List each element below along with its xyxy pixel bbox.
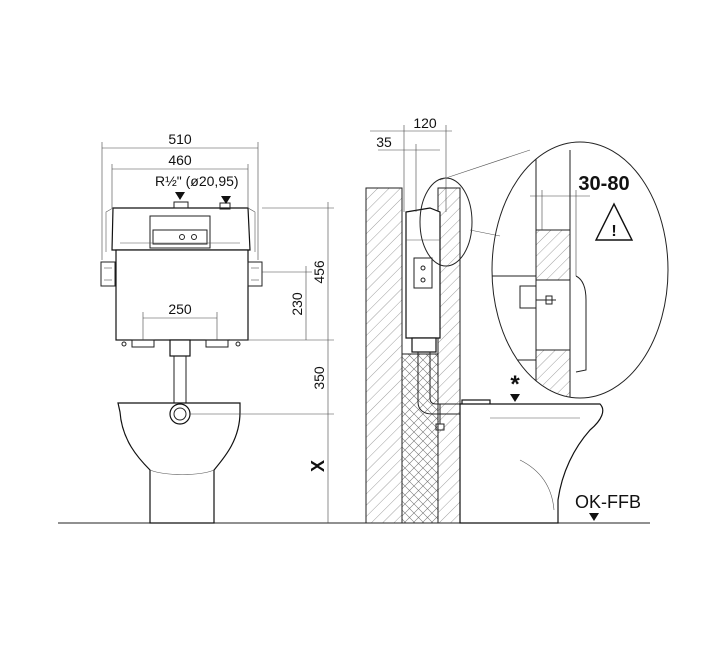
inlet-arrow-left — [175, 192, 185, 200]
dim-350: 350 — [190, 340, 334, 415]
label-35: 35 — [376, 134, 392, 150]
wall-section — [365, 187, 461, 524]
dim-x: X — [308, 414, 329, 523]
label-460: 460 — [168, 152, 192, 168]
asterisk-callout: * — [510, 371, 520, 402]
label-456: 456 — [311, 260, 327, 284]
label-230: 230 — [289, 292, 305, 316]
asterisk-arrow — [510, 394, 520, 402]
cistern-tank — [100, 201, 263, 348]
label-asterisk: * — [510, 371, 520, 398]
label-120: 120 — [413, 115, 437, 131]
label-350: 350 — [311, 366, 327, 390]
toilet-bowl-front — [117, 402, 241, 524]
warning-icon: ! — [594, 202, 634, 241]
flush-pipe — [169, 339, 191, 404]
dim-230: 230 — [230, 266, 334, 341]
dim-120: 120 — [370, 115, 452, 212]
side-view: 120 35 — [365, 115, 669, 524]
toilet-bowl-side — [459, 403, 604, 524]
warning-mark: ! — [611, 223, 616, 240]
label-510: 510 — [168, 131, 192, 147]
dim-35: 35 — [376, 134, 440, 212]
label-30-80: 30-80 — [578, 173, 629, 195]
dim-456: 456 — [262, 202, 334, 340]
label-inlet: R½" (ø20,95) — [155, 173, 239, 189]
label-x: X — [308, 460, 328, 472]
label-ok-ffb: OK-FFB — [575, 492, 641, 512]
floor-arrow — [589, 513, 599, 521]
inlet-arrow-right — [221, 196, 231, 204]
inlet-callout: R½" (ø20,95) — [155, 173, 239, 204]
detail-view: 30-80 ! — [491, 141, 669, 399]
front-view: 510 460 R½" (ø20,95) 250 456 — [100, 131, 334, 524]
label-250: 250 — [168, 301, 192, 317]
dim-250: 250 — [142, 301, 218, 340]
dim-510: 510 — [101, 131, 259, 260]
floor-label-callout: OK-FFB — [575, 492, 641, 521]
dim-460: 460 — [111, 152, 249, 208]
